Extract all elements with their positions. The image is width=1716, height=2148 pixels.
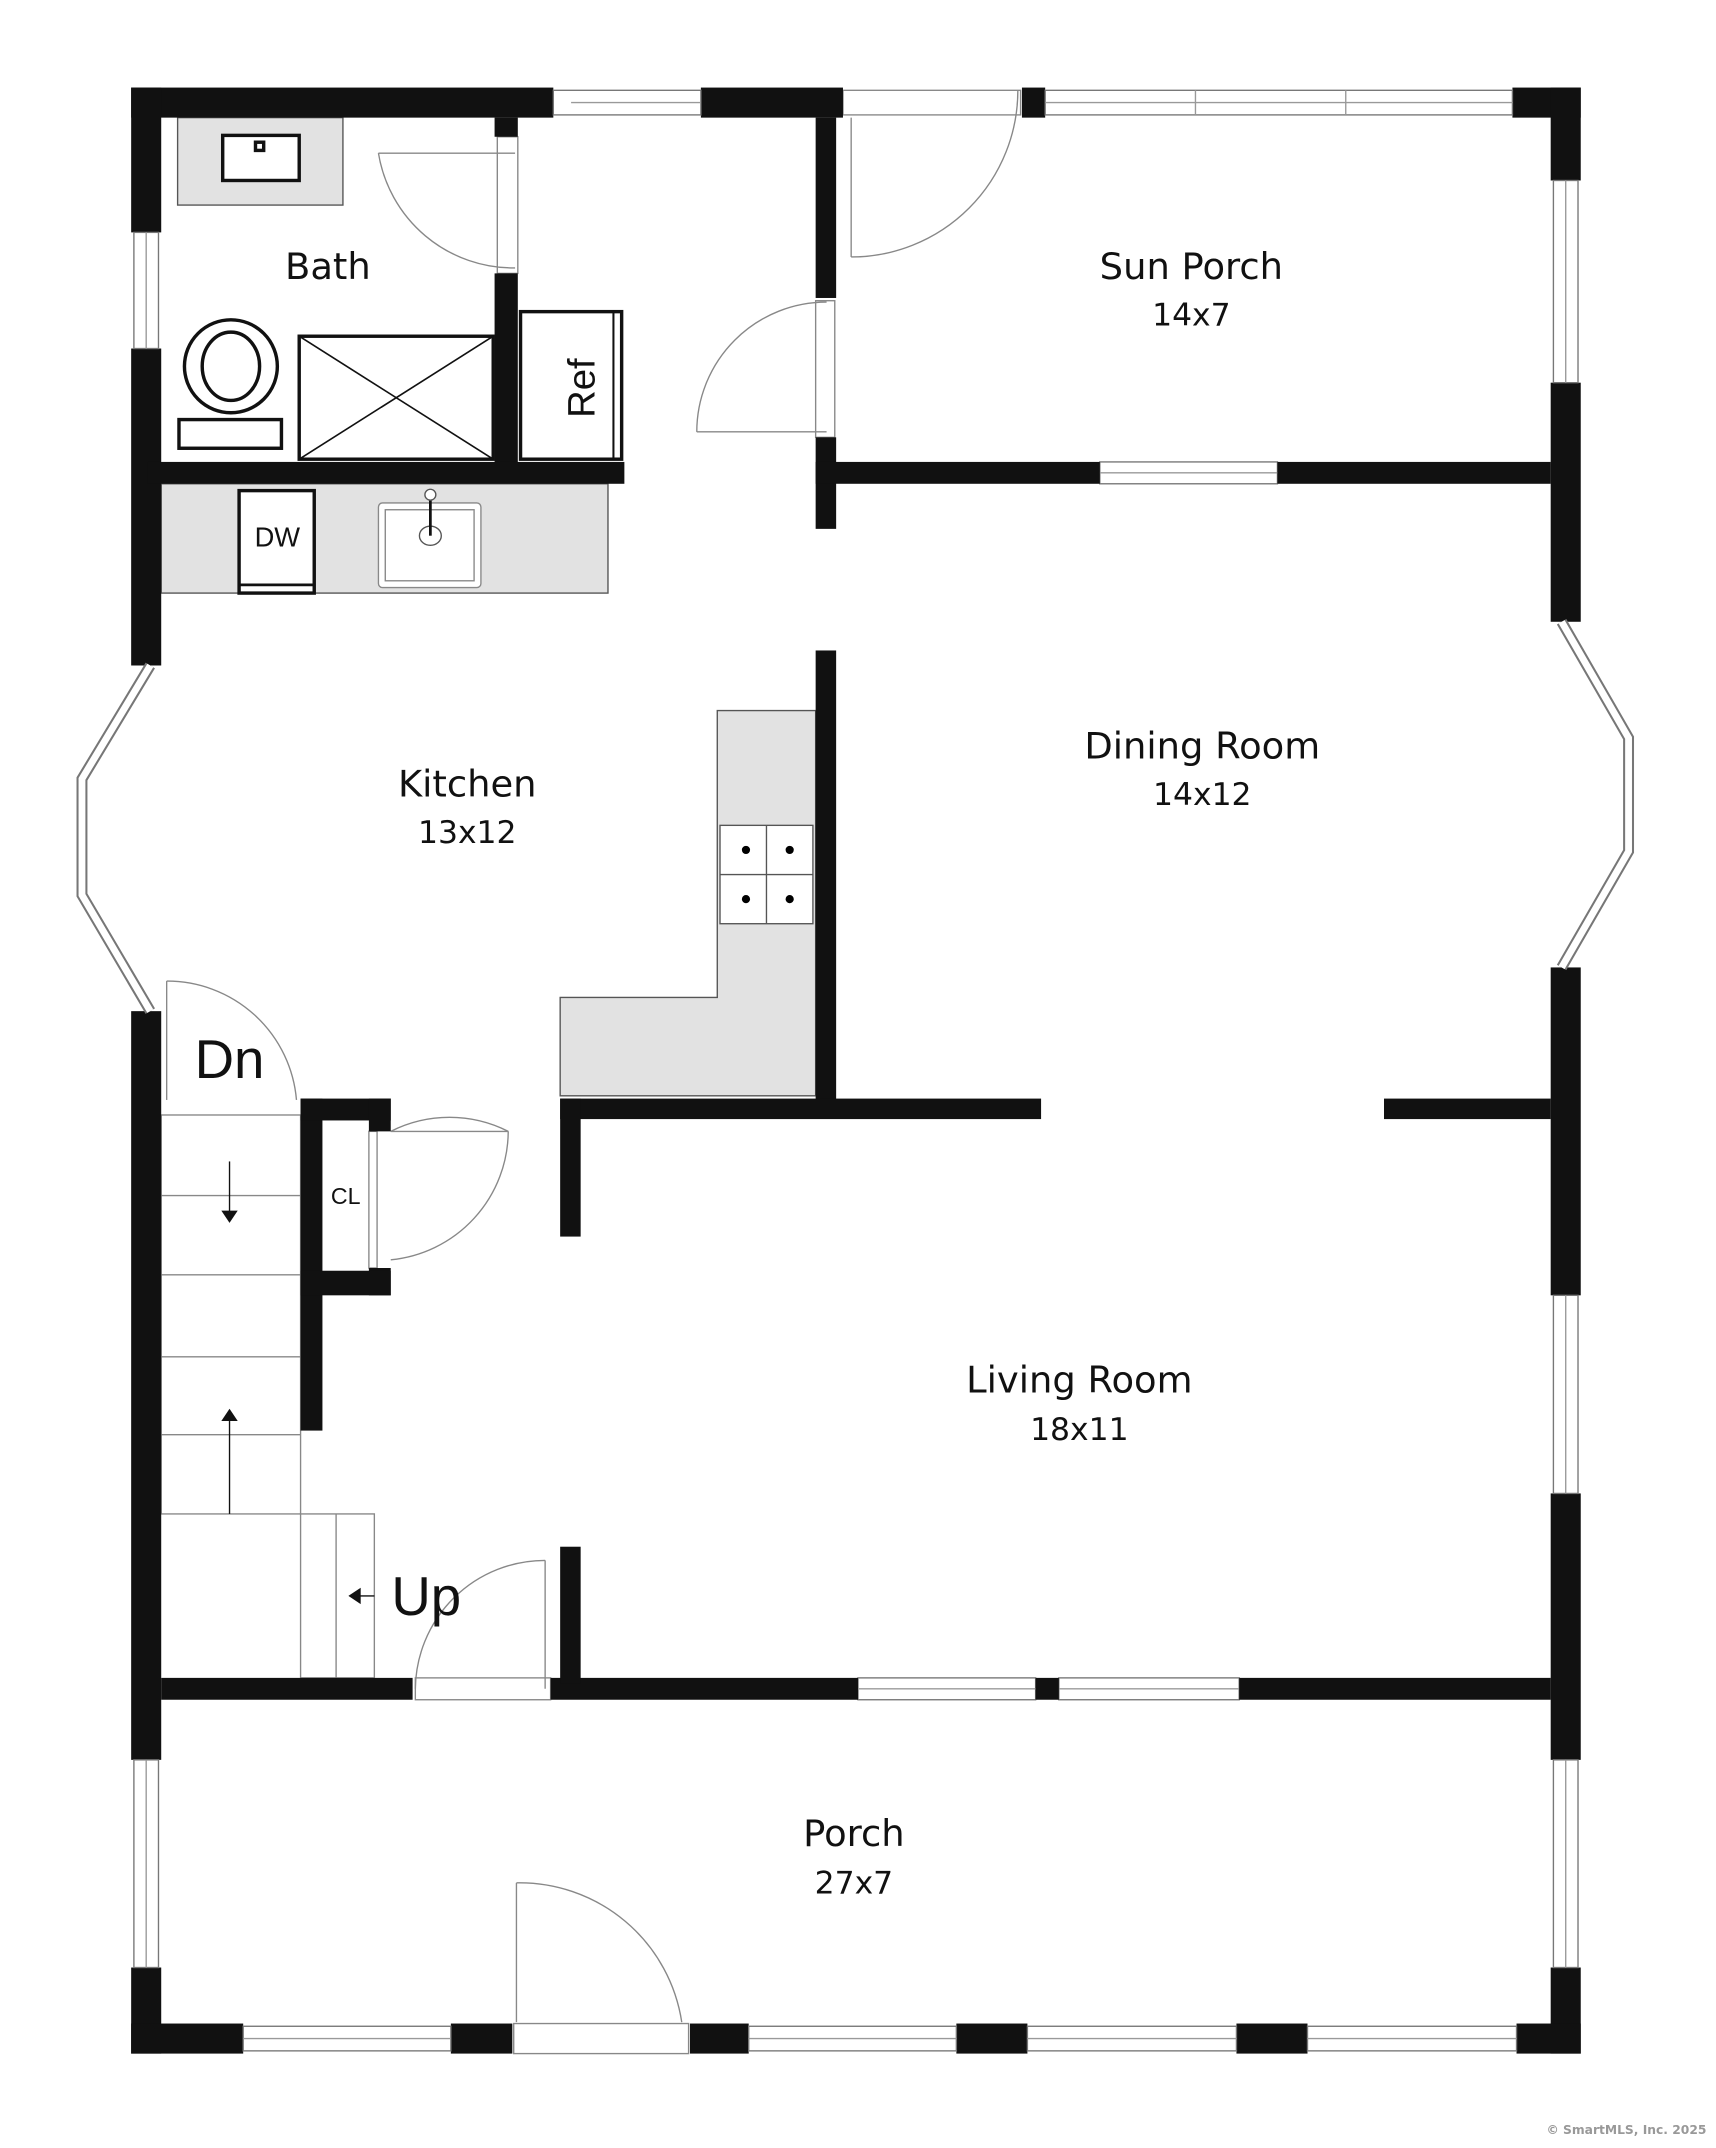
kitchen-sink bbox=[377, 488, 482, 589]
room-label-dining-room: Dining Room bbox=[1084, 724, 1320, 767]
refrigerator: Ref bbox=[518, 309, 624, 461]
room-size-living-room: 18x11 bbox=[1030, 1412, 1129, 1448]
counters bbox=[160, 116, 817, 1097]
room-label-porch: Porch bbox=[803, 1812, 904, 1855]
arrow-up-icon bbox=[221, 1408, 238, 1422]
room-label-bath: Bath bbox=[285, 245, 371, 288]
toilet bbox=[177, 318, 284, 450]
room-label-kitchen: Kitchen bbox=[398, 763, 537, 806]
stairs-down-label: Dn bbox=[195, 1029, 265, 1090]
room-size-sun-porch: 14x7 bbox=[1152, 297, 1231, 333]
windows bbox=[76, 89, 1635, 2052]
dishwasher: DW bbox=[237, 488, 316, 595]
staircase bbox=[160, 1114, 376, 1679]
svg-text:Ref: Ref bbox=[560, 358, 603, 418]
interior-walls bbox=[147, 117, 1551, 1700]
room-label-sun-porch: Sun Porch bbox=[1100, 245, 1283, 288]
exterior-walls bbox=[131, 87, 1581, 2054]
copyright: © SmartMLS, Inc. 2025 bbox=[1546, 2123, 1706, 2137]
closet-label: CL bbox=[331, 1183, 361, 1209]
room-label-living-room: Living Room bbox=[966, 1358, 1192, 1401]
shower bbox=[297, 334, 495, 461]
arrow-left-icon bbox=[348, 1587, 361, 1605]
stairs-up-label: Up bbox=[391, 1566, 461, 1627]
stove bbox=[719, 824, 814, 925]
svg-text:DW: DW bbox=[255, 522, 301, 553]
room-size-dining-room: 14x12 bbox=[1153, 777, 1252, 813]
room-size-porch: 27x7 bbox=[815, 1866, 894, 1902]
room-size-kitchen: 13x12 bbox=[418, 815, 517, 851]
arrow-down-icon bbox=[221, 1210, 238, 1223]
